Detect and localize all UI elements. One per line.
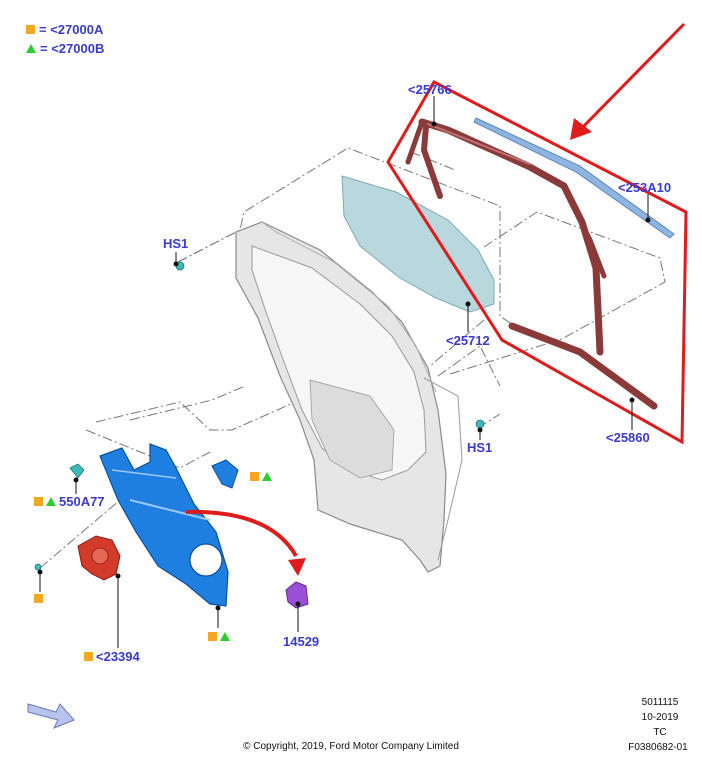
green-triangle-icon bbox=[26, 44, 36, 53]
callout-23394[interactable]: <23394 bbox=[84, 649, 140, 664]
symbol-markers bbox=[34, 472, 272, 641]
navigation-arrow-icon bbox=[27, 703, 75, 729]
weatherstrip-assembly bbox=[405, 118, 658, 410]
window-motor bbox=[77, 535, 121, 581]
legend-item-27000b: = <27000B bbox=[26, 41, 104, 56]
belt-moulding bbox=[473, 117, 675, 239]
callout-14529[interactable]: 14529 bbox=[283, 634, 320, 649]
legend-text: = <27000A bbox=[39, 22, 104, 37]
window-regulator bbox=[99, 443, 229, 607]
orange-square-icon bbox=[26, 25, 35, 34]
footer-date: 10-2019 bbox=[641, 712, 679, 723]
footer-figure-id: F0380682-01 bbox=[628, 742, 688, 753]
legend-item-27000a: = <27000A bbox=[26, 22, 103, 37]
legend-text: = <27000B bbox=[40, 41, 105, 56]
copyright-text: © Copyright, 2019, Ford Motor Company Li… bbox=[243, 741, 459, 752]
motion-arrow-icon bbox=[185, 509, 306, 576]
clip-bracket bbox=[211, 459, 239, 489]
callout-253a10[interactable]: <253A10 bbox=[618, 180, 672, 195]
callout-25712[interactable]: <25712 bbox=[446, 333, 490, 348]
callout-550a77[interactable]: 550A77 bbox=[34, 494, 105, 509]
callout-hs1-left[interactable]: HS1 bbox=[163, 236, 189, 251]
door-inner-panel bbox=[235, 221, 463, 573]
orange-square-icon bbox=[34, 497, 43, 506]
green-triangle-icon bbox=[46, 497, 56, 506]
footer-number: 5011115 bbox=[641, 697, 679, 708]
bracket-14529 bbox=[285, 581, 309, 609]
orange-square-icon bbox=[84, 652, 93, 661]
highlight-frame bbox=[386, 80, 688, 445]
callout-25860[interactable]: <25860 bbox=[606, 430, 650, 445]
callout-hs1-right[interactable]: HS1 bbox=[467, 440, 493, 455]
callout-25766[interactable]: <25766 bbox=[408, 82, 452, 97]
pointer-arrow-icon bbox=[570, 22, 686, 140]
leader-lines bbox=[37, 96, 651, 648]
footer-code: TC bbox=[653, 727, 667, 738]
